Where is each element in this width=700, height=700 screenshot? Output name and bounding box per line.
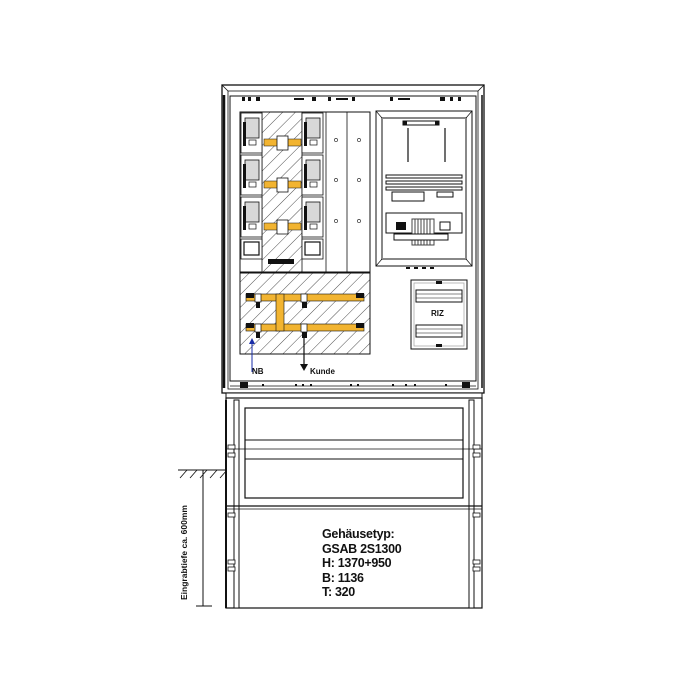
spec-height: H: 1370+950 <box>322 556 392 570</box>
spec-title: Gehäusetyp: <box>322 527 395 541</box>
riz-label: RIZ <box>431 309 444 318</box>
fuse-panel <box>239 111 371 273</box>
spec-block: Gehäusetyp: GSAB 2S1300 H: 1370+950 B: 1… <box>322 527 402 600</box>
spec-model: GSAB 2S1300 <box>322 541 402 556</box>
busbar-panel <box>239 272 371 372</box>
kunde-label: Kunde <box>310 367 335 376</box>
spec-depth: T: 320 <box>322 585 355 599</box>
meter-panel <box>375 110 473 269</box>
cabinet-base <box>225 392 483 609</box>
ground-marker <box>178 469 230 607</box>
nb-label: NB <box>252 367 264 376</box>
embed-depth-label: Eingrabtiefe ca. 600mm <box>179 505 189 600</box>
spec-width: B: 1136 <box>322 570 364 585</box>
riz-panel <box>410 279 468 350</box>
